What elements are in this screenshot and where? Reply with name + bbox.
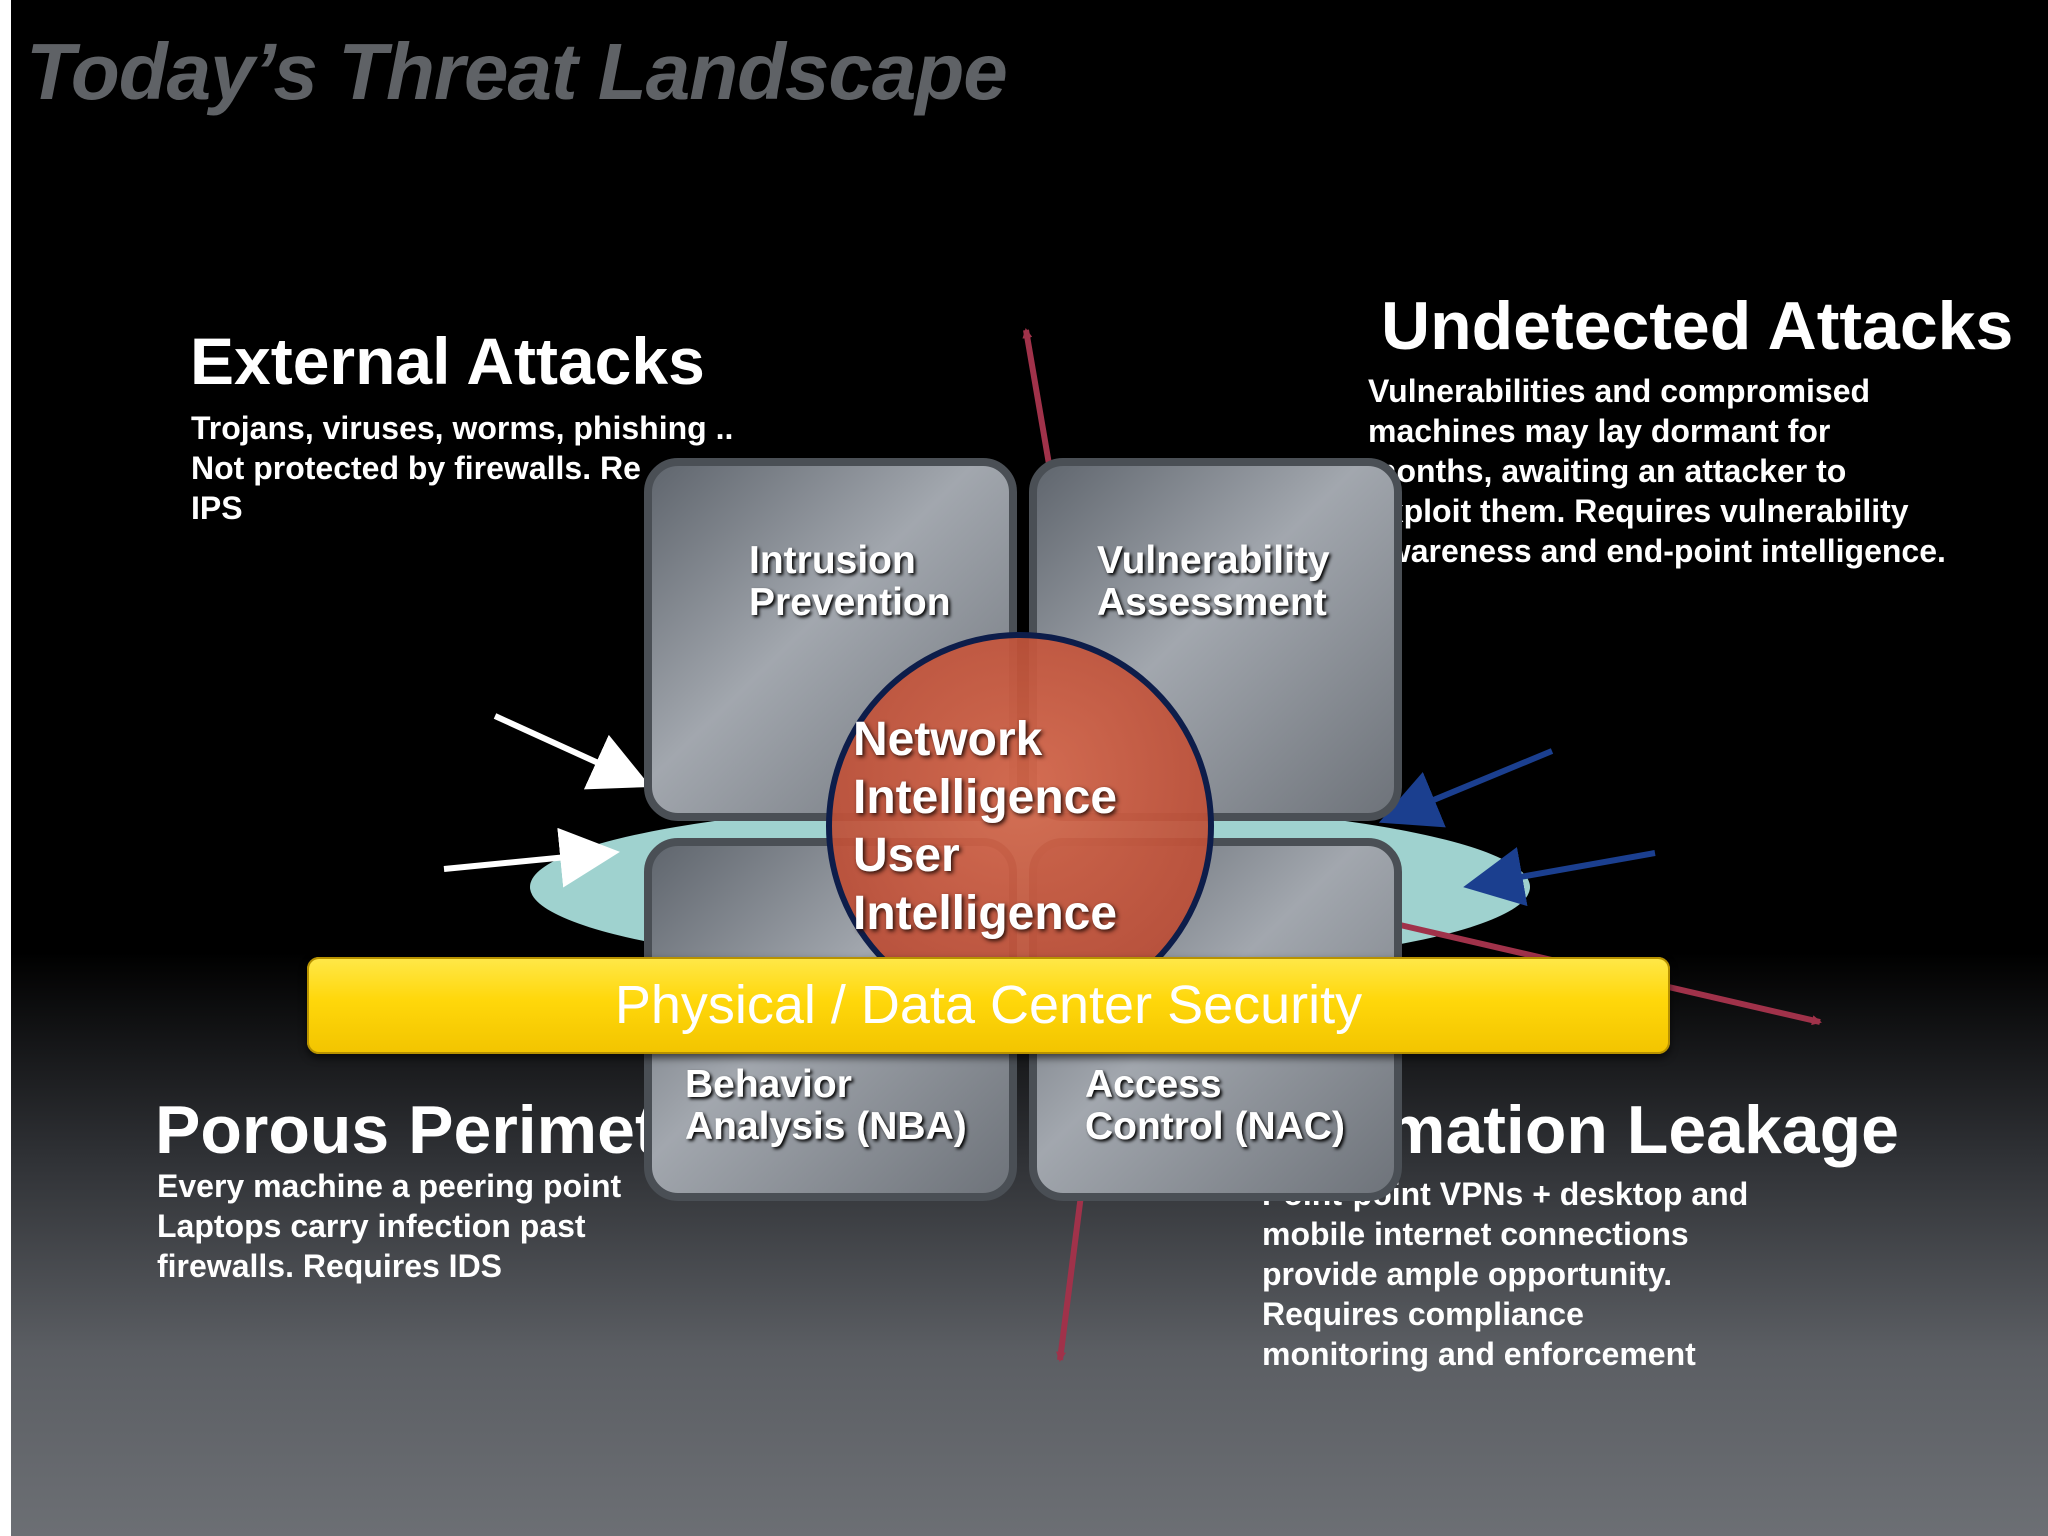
porous-perimeter-heading: Porous Perimet xyxy=(155,1092,658,1168)
external-attacks-body: Trojans, viruses, worms, phishing .. Not… xyxy=(191,410,734,526)
information-leakage-body: Point-point VPNs + desktop and mobile in… xyxy=(1262,1176,1749,1372)
physical-security-banner: Physical / Data Center Security xyxy=(307,957,1670,1054)
tile-label-behavior-analysis: Behavior Analysis (NBA) xyxy=(685,1063,967,1148)
information-leakage-heading: mation Leakage xyxy=(1385,1092,1899,1168)
arrow-down-red xyxy=(1056,1194,1084,1362)
slide-title: Today’s Threat Landscape xyxy=(26,27,1008,116)
arrow-in-blue-2 xyxy=(1463,847,1656,907)
arrow-in-white-1 xyxy=(493,713,651,790)
banner-label: Physical / Data Center Security xyxy=(614,975,1363,1035)
arrow-up-red xyxy=(1022,328,1053,471)
tile-label-access-control: Access Control (NAC) xyxy=(1085,1063,1345,1148)
arrow-in-blue-1 xyxy=(1378,748,1554,828)
tile-label-vulnerability-assessment: Vulnerability Assessment xyxy=(1097,539,1330,624)
porous-perimeter-body: Every machine a peering point Laptops ca… xyxy=(157,1168,622,1284)
undetected-attacks-body: Vulnerabilities and compromised machines… xyxy=(1368,373,1946,569)
external-attacks-heading: External Attacks xyxy=(190,324,705,398)
slide-left-edge xyxy=(0,0,11,1536)
undetected-attacks-heading: Undetected Attacks xyxy=(1381,288,2014,364)
core-label: Network Intelligence User Intelligence xyxy=(853,713,1118,940)
arrow-in-white-2 xyxy=(443,827,620,888)
tile-label-intrusion-prevention: Intrusion Prevention xyxy=(749,539,951,624)
